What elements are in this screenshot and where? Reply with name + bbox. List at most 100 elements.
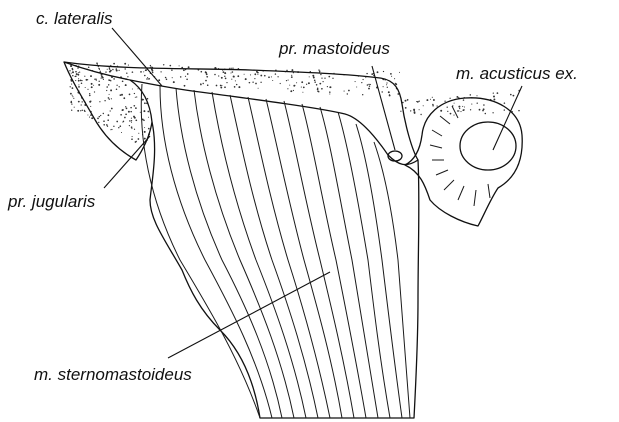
stipple-dot bbox=[447, 111, 448, 112]
label-c-lateralis: c. lateralis bbox=[36, 9, 113, 28]
stipple-dot bbox=[74, 76, 75, 77]
stipple-dot bbox=[113, 78, 115, 80]
stipple-dot bbox=[306, 84, 307, 85]
stipple-dot bbox=[368, 84, 369, 85]
stipple-dot bbox=[87, 115, 88, 116]
stipple-dot bbox=[327, 86, 328, 87]
stipple-dot bbox=[301, 81, 303, 83]
stipple-dot bbox=[105, 71, 106, 72]
stipple-dot bbox=[135, 141, 137, 143]
label-pr-jugularis: pr. jugularis bbox=[7, 192, 96, 211]
stipple-dot bbox=[271, 76, 272, 77]
stipple-dot bbox=[303, 87, 305, 89]
stipple-dot bbox=[116, 89, 118, 91]
stipple-dot bbox=[113, 63, 115, 65]
stipple-dot bbox=[293, 90, 294, 91]
stipple-dot bbox=[107, 126, 108, 127]
stipple-dot bbox=[260, 82, 261, 83]
label-m-sternomastoideus: m. sternomastoideus bbox=[34, 365, 192, 384]
hatch-mark bbox=[474, 190, 476, 206]
bulla-hatching bbox=[430, 106, 490, 206]
stipple-dot bbox=[432, 105, 434, 107]
stipple-dot bbox=[98, 81, 99, 82]
stipple-dot bbox=[90, 101, 91, 102]
stipple-dot bbox=[186, 79, 188, 81]
stipple-dot bbox=[419, 109, 420, 110]
stipple-dot bbox=[460, 111, 461, 112]
hatch-mark bbox=[452, 106, 458, 118]
stipple-dot bbox=[453, 115, 454, 116]
stipple-dot bbox=[399, 72, 400, 73]
stipple-dot bbox=[120, 94, 122, 96]
stipple-dot bbox=[329, 93, 330, 94]
stipple-dot bbox=[125, 106, 126, 107]
muscle-fiber bbox=[356, 124, 402, 418]
stipple-dot bbox=[77, 67, 78, 68]
stipple-dot bbox=[233, 76, 235, 78]
stipple-dot bbox=[150, 65, 151, 66]
stipple-dot bbox=[471, 104, 472, 105]
stipple-dot bbox=[102, 77, 104, 79]
stipple-dot bbox=[426, 99, 428, 101]
stipple-dot bbox=[119, 86, 120, 87]
stipple-dot bbox=[144, 75, 146, 77]
stipple-dot bbox=[454, 103, 455, 104]
stipple-dot bbox=[180, 76, 182, 78]
stipple-dot bbox=[464, 106, 465, 107]
stipple-dot bbox=[290, 90, 292, 92]
stipple-dot bbox=[226, 82, 227, 83]
stipple-dot bbox=[477, 103, 478, 104]
stipple-dot bbox=[218, 75, 219, 76]
stipple-dot bbox=[257, 74, 258, 75]
stipple-dot bbox=[133, 105, 135, 107]
stipple-dot bbox=[367, 84, 369, 86]
stipple-dot bbox=[493, 96, 495, 98]
stipple-dot bbox=[130, 107, 132, 109]
stipple-dot bbox=[106, 90, 107, 91]
stipple-dot bbox=[145, 70, 146, 71]
stipple-dot bbox=[482, 110, 484, 112]
stipple-dot bbox=[510, 94, 512, 96]
label-m-acusticus: m. acusticus ex. bbox=[456, 64, 578, 83]
stipple-dot bbox=[89, 95, 91, 97]
stipple-dot bbox=[106, 86, 108, 88]
stipple-dot bbox=[121, 94, 123, 96]
stipple-dot bbox=[206, 73, 208, 75]
stipple-dot bbox=[254, 78, 255, 79]
stipple-dot bbox=[504, 102, 506, 104]
hatch-mark bbox=[458, 186, 464, 200]
stipple-dot bbox=[101, 78, 102, 79]
stipple-dot bbox=[72, 95, 73, 96]
stipple-dot bbox=[111, 129, 112, 130]
stipple-dot bbox=[225, 78, 227, 80]
stipple-dot bbox=[147, 98, 149, 100]
stipple-dot bbox=[436, 105, 437, 106]
stipple-dot bbox=[329, 91, 331, 93]
stipple-dot bbox=[504, 109, 505, 110]
stipple-dot bbox=[459, 108, 460, 109]
stipple-dot bbox=[129, 125, 130, 126]
stipple-dot bbox=[476, 95, 477, 96]
stipple-dot bbox=[302, 92, 303, 93]
stipple-dot bbox=[377, 71, 379, 73]
stipple-dot bbox=[98, 66, 99, 67]
stipple-dot bbox=[131, 138, 133, 140]
stipple-dot bbox=[134, 129, 135, 130]
stipple-dot bbox=[76, 73, 78, 75]
stipple-dot bbox=[395, 83, 397, 85]
stipple-dot bbox=[432, 104, 434, 106]
stipple-dot bbox=[150, 66, 151, 67]
stipple-dot bbox=[355, 81, 356, 82]
stipple-dot bbox=[110, 89, 112, 91]
stipple-dot bbox=[78, 84, 79, 85]
stipple-dot bbox=[321, 77, 322, 78]
stipple-dot bbox=[126, 108, 128, 110]
stipple-dot bbox=[231, 79, 232, 80]
stipple-dot bbox=[184, 85, 186, 87]
stipple-dot bbox=[170, 65, 172, 67]
stipple-dot bbox=[79, 71, 80, 72]
stipple-dot bbox=[120, 125, 122, 127]
stipple-dot bbox=[205, 80, 207, 82]
stipple-dot bbox=[513, 95, 515, 97]
stipple-dot bbox=[77, 74, 79, 76]
